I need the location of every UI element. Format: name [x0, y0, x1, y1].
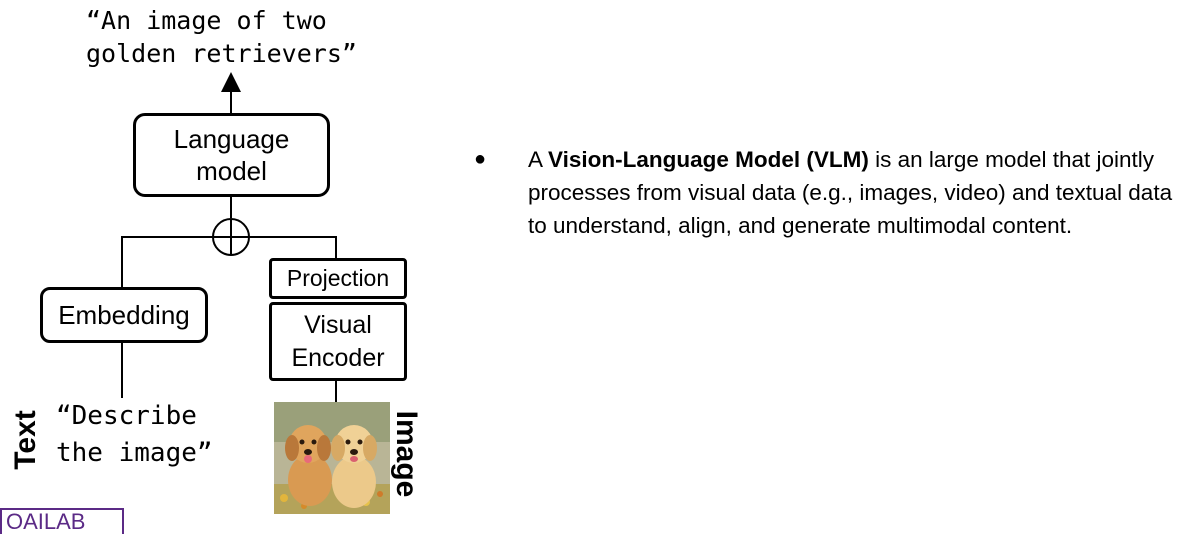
fusion-add-icon	[212, 218, 250, 256]
image-side-label: Image	[390, 410, 423, 498]
language-model-label: Language model	[173, 124, 290, 186]
bullet-icon: ●	[474, 148, 487, 170]
output-caption: “An image of two golden retrievers”	[86, 6, 357, 68]
lab-logo-text: OAILAB	[6, 509, 86, 534]
bullet-prefix: A	[528, 147, 549, 172]
projection-box: Projection	[269, 258, 407, 299]
language-model-box: Language model	[133, 113, 330, 197]
text-branch-line	[121, 236, 213, 287]
bullet-bold-term: Vision-Language Model (VLM)	[548, 147, 869, 172]
visual-encoder-label: Visual Encoder	[291, 310, 385, 372]
bullet-rest: is an large model that jointly processes…	[528, 147, 1173, 238]
visual-encoder-box: Visual Encoder	[269, 302, 407, 381]
golden-retrievers-image	[274, 402, 390, 514]
image-branch-line	[249, 236, 337, 258]
vlm-description-text: A Vision-Language Model (VLM) is an larg…	[528, 143, 1178, 242]
embedding-box: Embedding	[40, 287, 208, 343]
text-side-label: Text	[9, 410, 42, 470]
embedding-label: Embedding	[58, 299, 190, 330]
projection-label: Projection	[286, 265, 390, 291]
prompt-text: “Describe the image”	[56, 401, 213, 468]
lab-logo: OAILAB	[0, 508, 124, 534]
